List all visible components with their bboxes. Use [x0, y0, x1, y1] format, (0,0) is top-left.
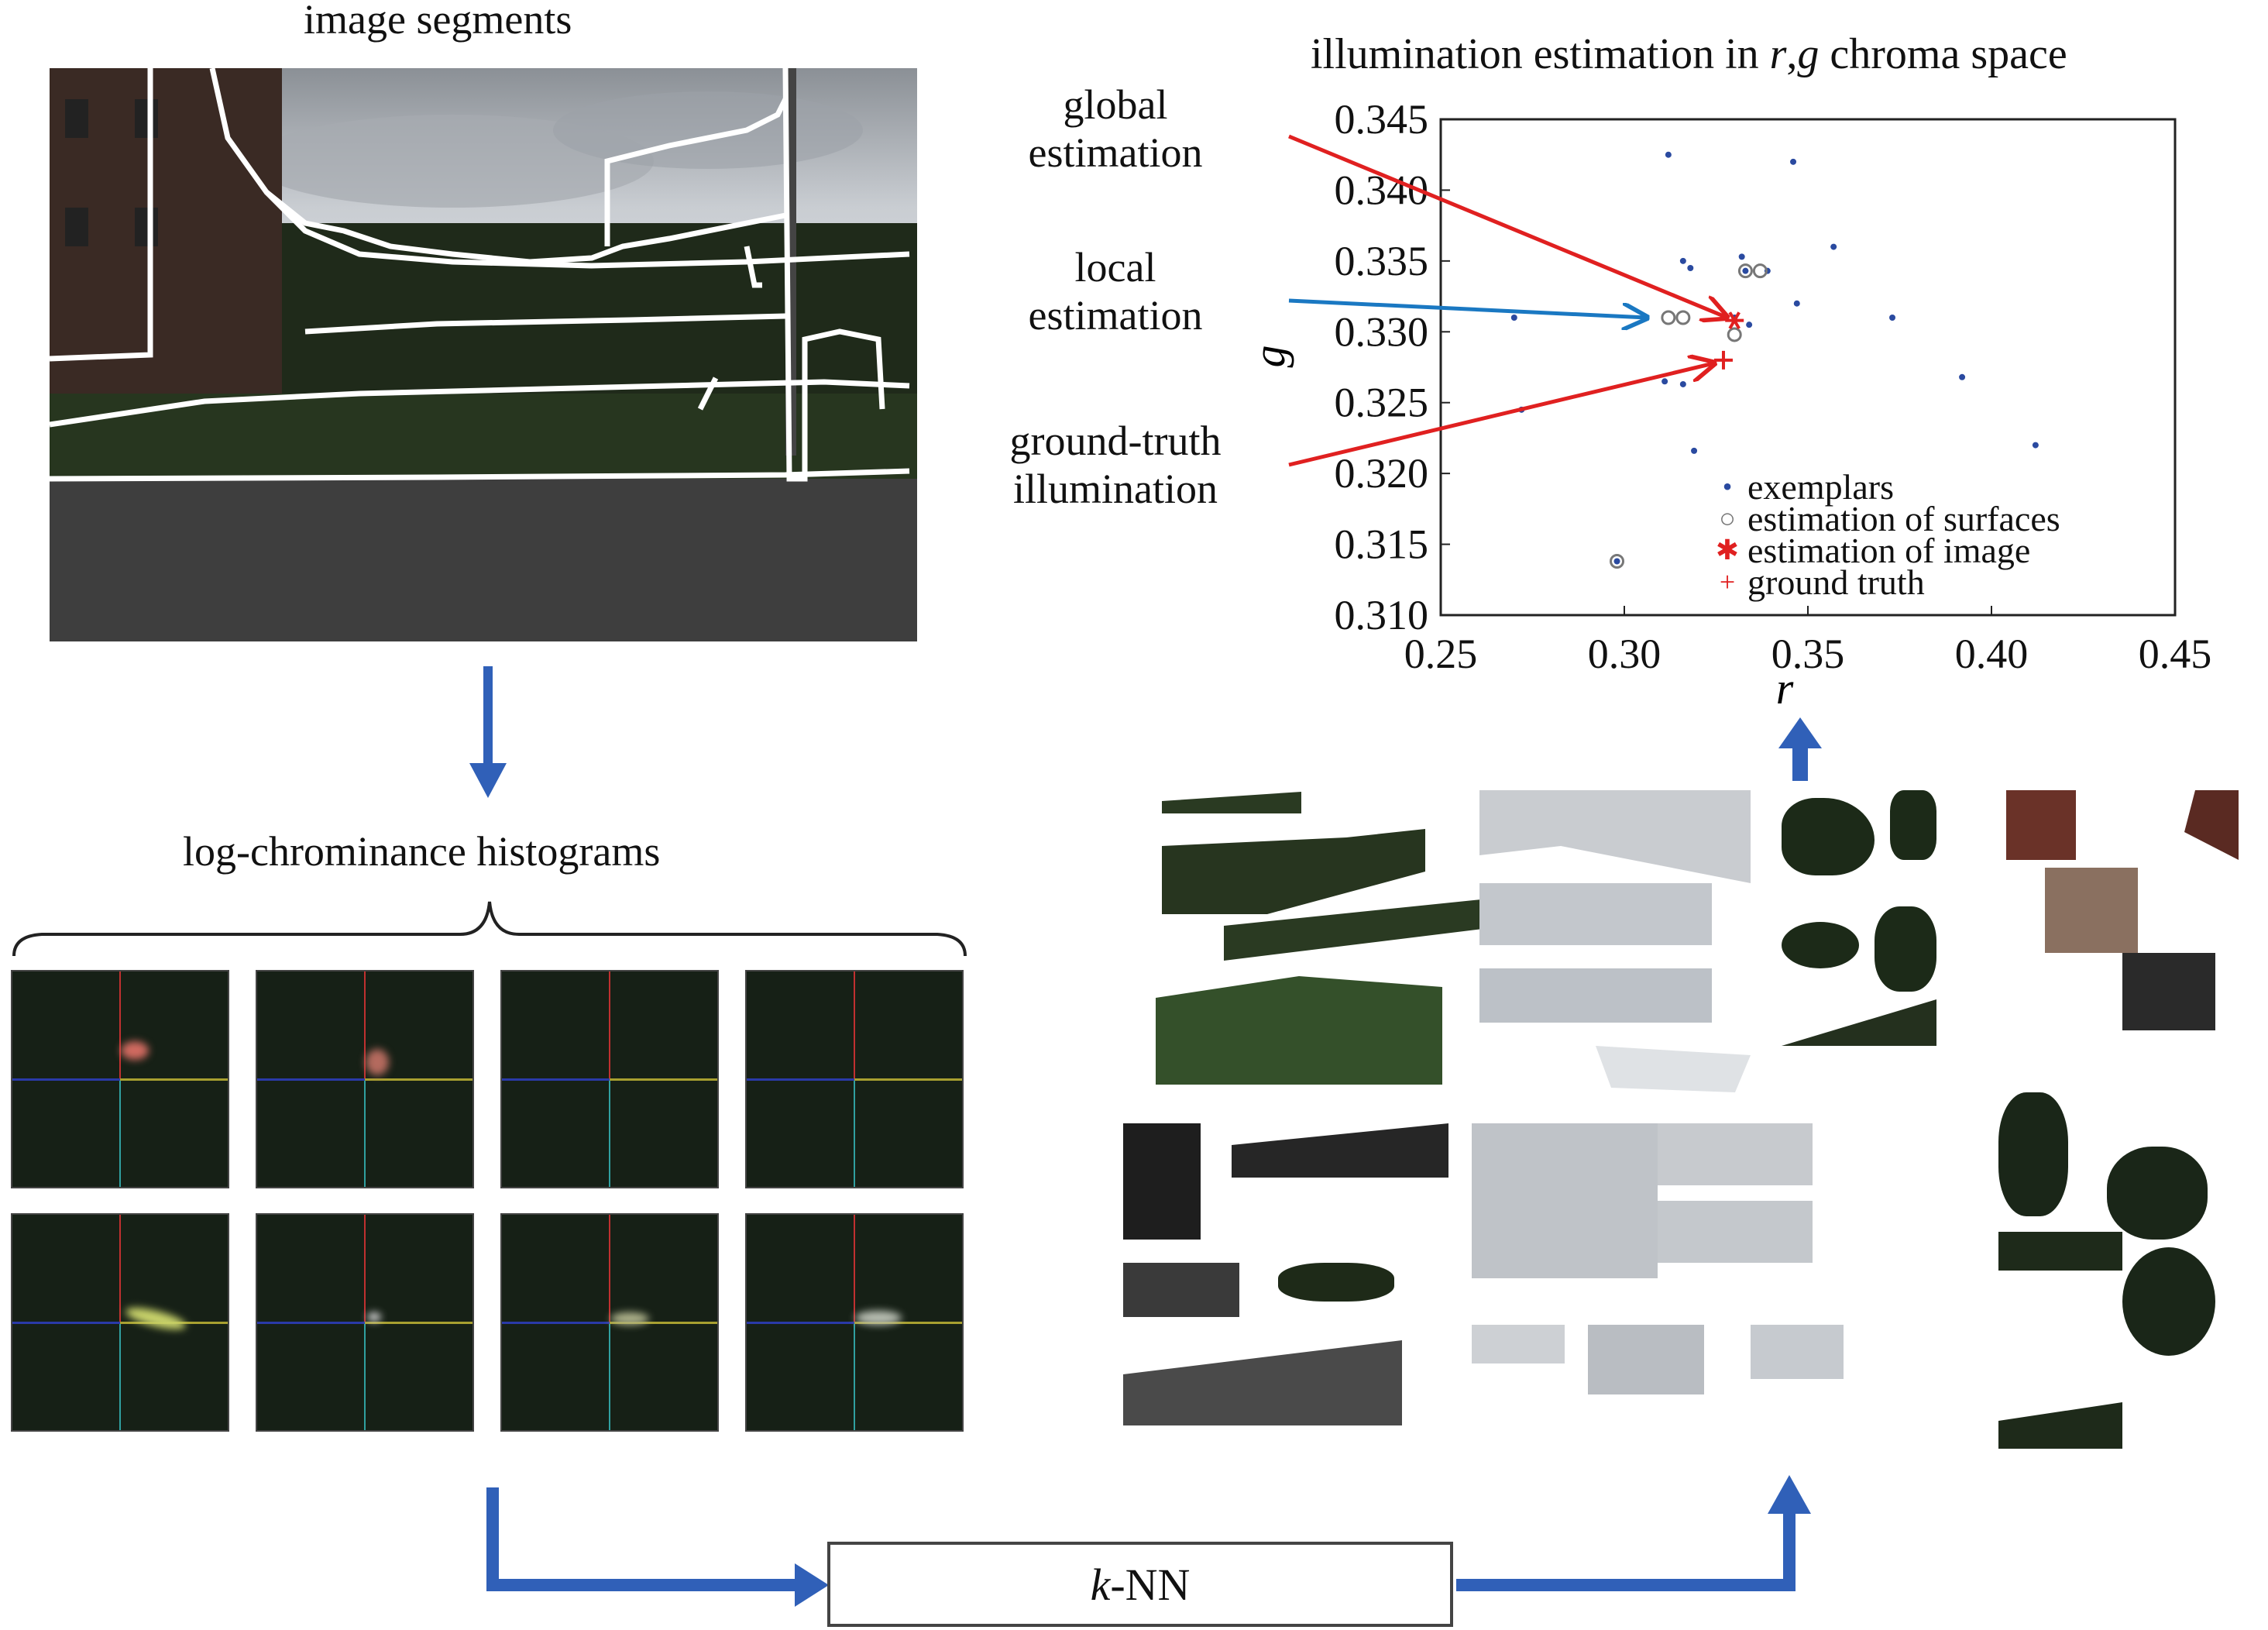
surface-estimate-point	[1661, 310, 1676, 325]
segmented-photo-drawing	[50, 68, 917, 641]
surface-estimate-point	[1752, 263, 1768, 279]
exemplar-point	[1889, 315, 1896, 321]
x-tick-label: 0.30	[1588, 631, 1661, 677]
x-tick-label: 0.45	[2139, 631, 2212, 677]
exemplar-point	[1679, 380, 1686, 387]
legend-exemplars-label: exemplars	[1747, 467, 1895, 507]
legend-exemplars: • exemplars	[1713, 467, 2060, 507]
knn-k: k	[1090, 1559, 1111, 1610]
down-arrow	[469, 666, 507, 798]
chart-title-part-g: g	[1797, 30, 1820, 78]
chart-legend: • exemplars ○ estimation of surfaces ✱esti…	[1713, 467, 2060, 602]
local-estimation-label: local estimation	[999, 243, 1232, 339]
x-axis-label: r	[1776, 663, 1794, 714]
ground-truth-label: ground-truth illumination	[960, 417, 1270, 513]
exemplar-point	[1691, 447, 1698, 454]
y-tick-label: 0.320	[1335, 450, 1429, 497]
exemplar-point	[1661, 378, 1668, 385]
segmented-photo	[50, 68, 917, 641]
histogram-3	[500, 970, 719, 1188]
histogram-2	[256, 970, 474, 1188]
ground-truth-arrow	[1288, 363, 1714, 467]
x-tick-label: 0.35	[1771, 631, 1845, 677]
global-estimation-arrow	[1288, 134, 1727, 318]
exemplar-point	[1742, 267, 1749, 274]
exemplar-point	[1510, 315, 1517, 321]
legend-ground-truth-label: ground truth	[1747, 562, 1925, 602]
legend-ground-truth: + ground truth	[1713, 562, 2060, 602]
curly-brace	[12, 901, 967, 957]
local-estimation-arrow	[1288, 298, 1647, 318]
surfaces-marker-icon: ○	[1719, 503, 1736, 534]
histogram-6	[256, 1213, 474, 1432]
ground-truth-marker-icon: +	[1719, 566, 1736, 597]
histogram-4	[745, 970, 964, 1188]
legend-surfaces-label: estimation of surfaces	[1747, 499, 2060, 538]
exemplar-point	[1746, 322, 1753, 328]
exemplars-marker-icon: •	[1722, 471, 1733, 502]
exemplar-point	[1613, 558, 1620, 565]
exemplar-point	[1790, 158, 1797, 165]
exemplar-point	[1665, 151, 1672, 158]
surface-estimate-point	[1737, 263, 1753, 279]
exemplar-point	[1793, 300, 1800, 307]
y-axis-label: g	[1244, 346, 1294, 368]
chart-title-part-r: r	[1769, 30, 1787, 78]
chart-title: illumination estimation in r,g chroma sp…	[1311, 29, 2067, 79]
ground-truth-point	[1713, 350, 1733, 370]
image-estimate-star-stroke	[1728, 311, 1741, 330]
y-tick-label: 0.325	[1335, 380, 1429, 426]
histogram-8	[745, 1213, 964, 1432]
histogram-1	[11, 970, 229, 1188]
segment-collage	[1115, 767, 2262, 1464]
global-estimation-label: global estimation	[999, 81, 1232, 177]
histogram-7	[500, 1213, 719, 1432]
global-line-2: estimation	[1028, 129, 1203, 177]
segments-title: image segments	[304, 0, 572, 43]
exemplar-point	[1687, 265, 1694, 271]
exemplar-point	[2032, 442, 2039, 449]
chart-title-part-1: illumination estimation in	[1311, 30, 1770, 78]
exemplar-point	[1830, 243, 1837, 250]
local-line-1: local	[1074, 244, 1156, 291]
x-tick-label: 0.25	[1404, 631, 1478, 677]
histogram-5	[11, 1213, 229, 1432]
chart-title-part-comma: ,	[1786, 30, 1798, 78]
legend-image-label: estimation of image	[1747, 531, 2031, 570]
knn-box: k-NN	[827, 1542, 1453, 1627]
exemplar-point	[1679, 257, 1686, 264]
exemplar-point	[1738, 253, 1745, 260]
legend-image: ✱estimation of image	[1713, 531, 2060, 570]
ground-line-2: illumination	[1013, 466, 1218, 513]
y-tick-label: 0.345	[1335, 96, 1429, 143]
y-tick-label: 0.335	[1335, 238, 1429, 284]
exemplar-point	[1959, 373, 1966, 380]
surface-estimate-point	[1727, 327, 1742, 342]
x-tick-label: 0.40	[1955, 631, 2029, 677]
y-tick-label: 0.330	[1335, 308, 1429, 355]
y-tick-label: 0.310	[1335, 592, 1429, 638]
legend-surfaces: ○ estimation of surfaces	[1713, 499, 2060, 538]
chart-title-part-2: chroma space	[1819, 30, 2067, 78]
histograms-title: log-chrominance histograms	[183, 828, 661, 875]
surface-estimate-point	[1675, 310, 1691, 325]
y-tick-label: 0.315	[1335, 521, 1429, 568]
ground-line-1: ground-truth	[1009, 418, 1222, 464]
local-line-2: estimation	[1028, 292, 1203, 339]
surface-estimate-point	[1610, 554, 1625, 569]
global-line-1: global	[1063, 81, 1168, 128]
up-arrow	[1778, 717, 1822, 781]
knn-flow-arrows	[486, 1475, 1811, 1607]
knn-label: -NN	[1110, 1559, 1191, 1610]
image-marker-icon: ✱	[1715, 535, 1740, 566]
